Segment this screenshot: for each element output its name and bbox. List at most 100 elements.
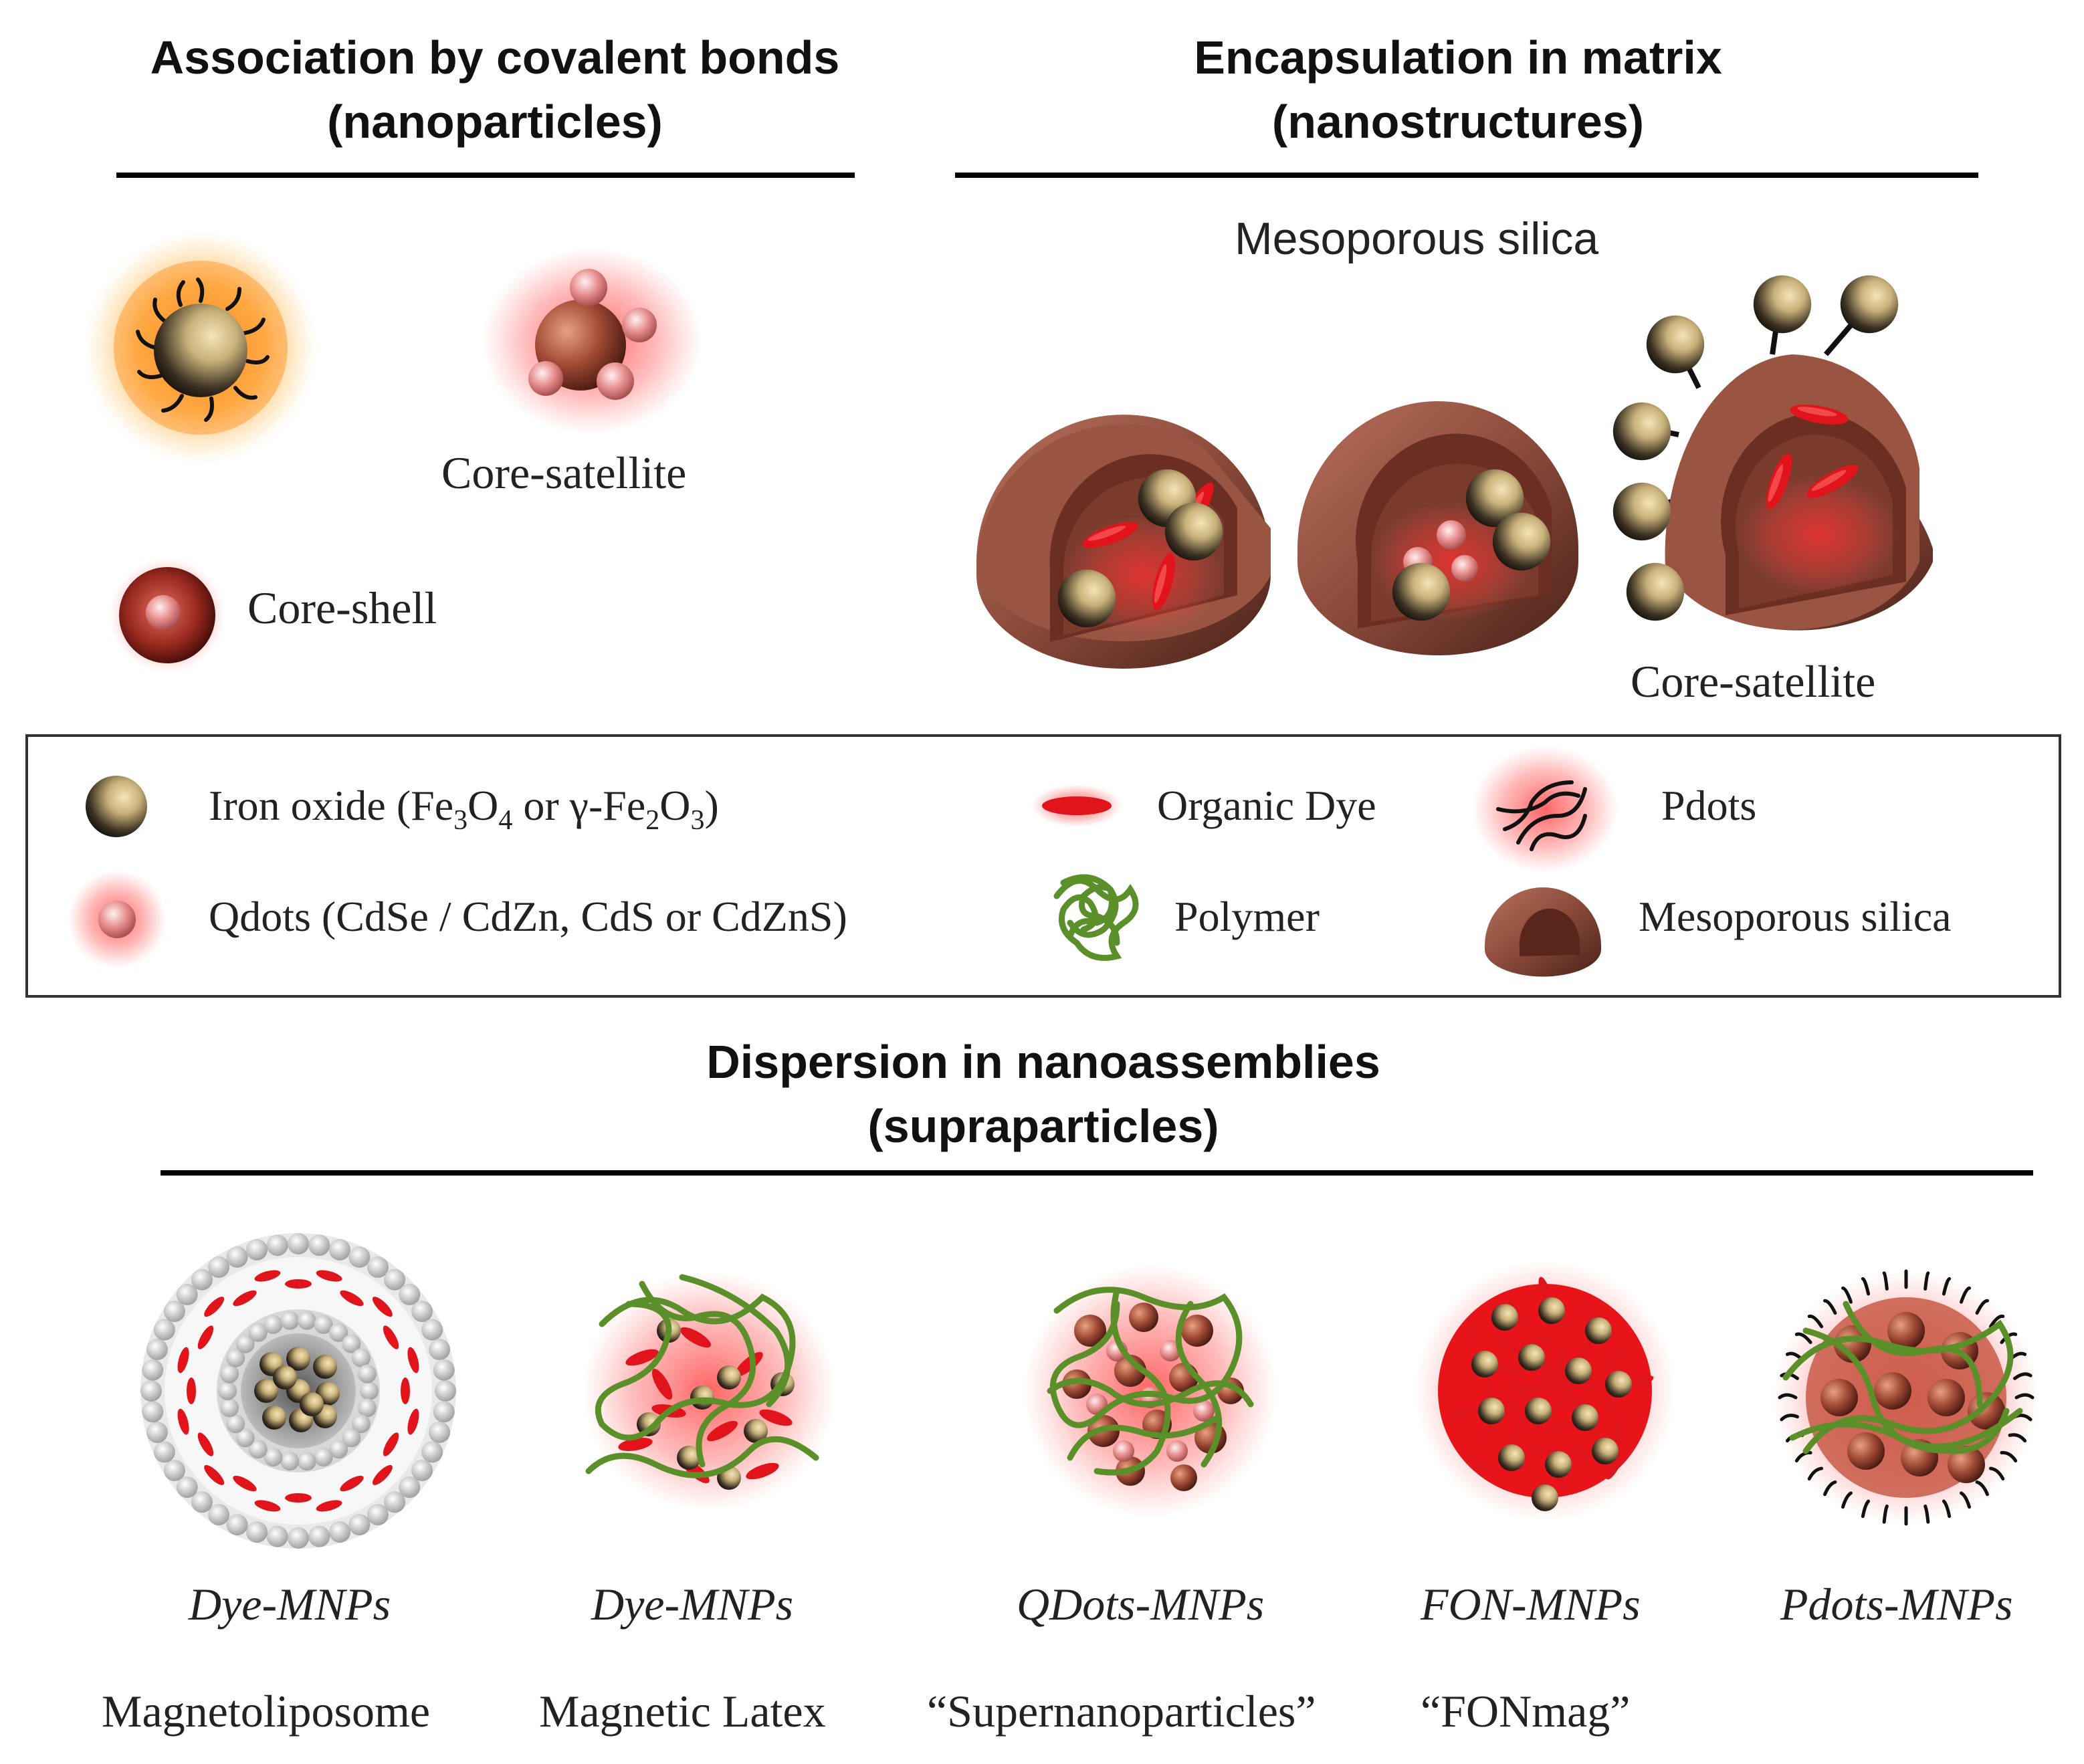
- matrix-section-title: Encapsulation in matrix (nanostructures): [976, 25, 1940, 154]
- qdot-particle: [1181, 1315, 1213, 1347]
- lipid-head: [191, 1491, 213, 1513]
- iron-oxide-particle: [677, 1446, 701, 1470]
- organic-dye-molecule: [204, 1297, 225, 1317]
- supra-name-5: Pdots-MNPs: [1780, 1579, 2013, 1630]
- legend-iron-mid1: O: [467, 782, 499, 829]
- iron-oxide-particle: [717, 1365, 741, 1390]
- iron-oxide-particle: [1518, 1344, 1545, 1371]
- iron-oxide-particle: [1538, 1297, 1565, 1324]
- iron-oxide-particle: [1592, 1438, 1619, 1464]
- organic-dye-molecule: [1606, 1453, 1623, 1480]
- lipid-head: [429, 1339, 451, 1361]
- qdot-particle: [1114, 1355, 1146, 1387]
- lipid-head: [266, 1525, 288, 1547]
- organic-dye-molecule: [1543, 1422, 1571, 1436]
- pdot-chain: [1823, 1480, 1837, 1497]
- iron-oxide-particle: [1565, 1357, 1592, 1384]
- matrix-title-line2: (nanostructures): [1271, 96, 1645, 148]
- pdot-chain: [1882, 1271, 1889, 1291]
- dispersion-title-line1: Dispersion in nanoassemblies: [706, 1036, 1380, 1088]
- lipid-head: [351, 1348, 371, 1367]
- lipid-head: [329, 1440, 348, 1459]
- qdot-particle: [1193, 1400, 1215, 1422]
- magnetoliposome-illustration: [140, 1233, 456, 1549]
- organic-dye-molecule: [759, 1409, 793, 1426]
- legend-mesoporous-silica: Mesoporous silica: [1639, 893, 1952, 940]
- magnetic-latex-illustration: [582, 1271, 836, 1511]
- lipid-head: [399, 1476, 421, 1499]
- pdot-chain: [1960, 1491, 1971, 1509]
- matrix-title-line1: Encapsulation in matrix: [1194, 31, 1722, 84]
- nanoparticle: [1887, 1312, 1925, 1349]
- organic-dye-molecule: [1575, 1338, 1595, 1363]
- legend-polymer: Polymer: [1174, 893, 1320, 940]
- iron-oxide-particle: [1605, 1371, 1632, 1398]
- pdot-chain: [1861, 1277, 1871, 1296]
- covalent-section-title: Association by covalent bonds (nanoparti…: [67, 25, 923, 154]
- iron-oxide-particle: [1498, 1444, 1525, 1471]
- lipid-head: [297, 1311, 316, 1330]
- iron-oxide-particle: [1532, 1484, 1558, 1511]
- covalent-title-line2: (nanoparticles): [327, 96, 663, 148]
- organic-dye-molecule: [177, 1347, 189, 1373]
- organic-dye-molecule: [254, 1500, 281, 1512]
- organic-dye-molecule: [1494, 1362, 1522, 1377]
- organic-dye-molecule: [407, 1408, 419, 1435]
- core-shell-nanoparticle: [110, 558, 225, 673]
- lipid-head: [360, 1382, 379, 1400]
- organic-dye-molecule: [316, 1500, 342, 1512]
- lipid-head: [308, 1234, 330, 1256]
- lipid-head: [246, 1238, 268, 1260]
- pdots-icon: [1471, 746, 1619, 873]
- organic-dye-molecule: [316, 1270, 342, 1282]
- legend-iron-oxide-prefix: Iron oxide (Fe: [209, 782, 454, 829]
- supra-name-3: QDots-MNPs: [1017, 1579, 1265, 1630]
- lipid-head: [357, 1364, 377, 1384]
- iron-oxide-particle: [273, 1365, 297, 1390]
- dispersion-divider: [161, 1170, 2033, 1176]
- lipid-head: [248, 1323, 268, 1342]
- silica-core-satellite-hemisphere: [1612, 275, 1933, 631]
- core-shell-label: Core-shell: [247, 582, 437, 633]
- organic-dye-molecule: [1557, 1365, 1576, 1390]
- iron-oxide-particle: [1545, 1451, 1572, 1478]
- qdot-particle: [1062, 1369, 1091, 1399]
- organic-dye-molecule: [285, 1279, 312, 1289]
- lipid-head: [328, 1521, 350, 1543]
- lipid-head: [266, 1234, 288, 1256]
- pdot-chain: [1988, 1466, 2005, 1480]
- lipid-head: [226, 1514, 248, 1536]
- pdot-chain: [1942, 1499, 1952, 1519]
- qdot-particle: [1160, 1340, 1181, 1361]
- organic-dye-molecule: [1528, 1444, 1557, 1455]
- lipid-head: [153, 1441, 175, 1463]
- organic-dye-molecule: [1449, 1404, 1475, 1422]
- lipid-head: [191, 1269, 213, 1291]
- lipid-head: [142, 1401, 164, 1423]
- organic-dye-molecule: [372, 1464, 393, 1485]
- nanoparticle: [1927, 1379, 1965, 1416]
- lipid-head: [176, 1476, 198, 1499]
- pdot-chain: [2000, 1450, 2018, 1462]
- organic-dye-molecule: [177, 1408, 189, 1435]
- pdot-chain: [1780, 1414, 1800, 1422]
- mesoporous-silica-icon: [1485, 887, 1601, 977]
- lipid-head: [433, 1359, 455, 1381]
- organic-dye-molecule: [1504, 1391, 1521, 1418]
- iron-oxide-particle: [637, 1412, 661, 1436]
- fonmag-illustration: [1414, 1260, 1676, 1522]
- lipid-head: [208, 1504, 230, 1526]
- legend-panel: [25, 734, 2061, 998]
- organic-dye-molecule: [707, 1420, 738, 1442]
- lipid-head: [280, 1452, 300, 1471]
- lipid-head: [226, 1246, 248, 1268]
- organic-dye-molecule: [1546, 1397, 1570, 1418]
- lipid-head: [308, 1525, 330, 1547]
- organic-dye-molecule: [407, 1347, 419, 1373]
- covalent-title-line1: Association by covalent bonds: [150, 31, 840, 84]
- organic-dye-molecule: [372, 1297, 393, 1317]
- lipid-head: [411, 1459, 433, 1481]
- organic-dye-molecule: [197, 1432, 214, 1456]
- lipid-head: [435, 1380, 456, 1402]
- organic-dye-molecule: [254, 1270, 281, 1282]
